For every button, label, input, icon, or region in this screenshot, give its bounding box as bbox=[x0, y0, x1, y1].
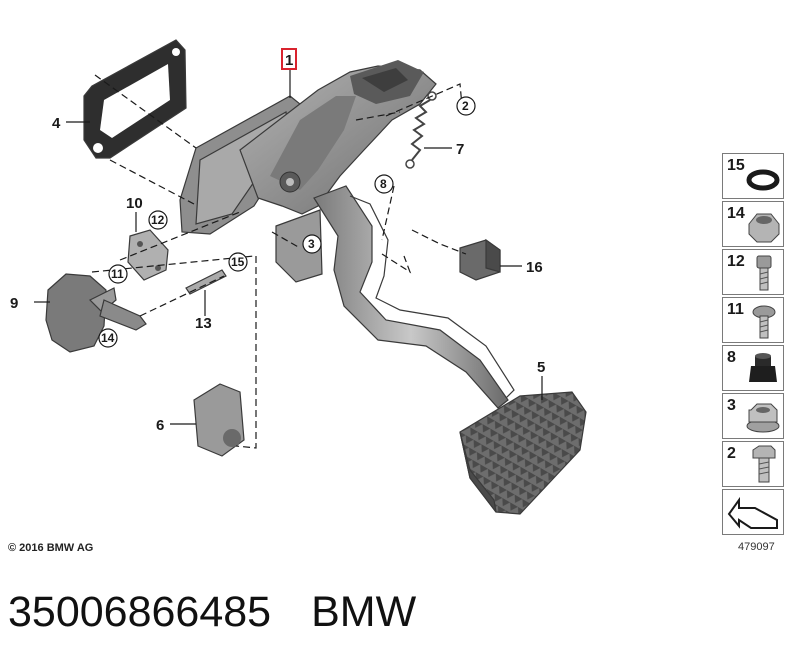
legend-number: 14 bbox=[727, 205, 745, 222]
callout-2: 2 bbox=[462, 99, 469, 113]
brand-name: BMW bbox=[311, 588, 417, 636]
callout-8: 8 bbox=[380, 177, 387, 191]
callout-12: 12 bbox=[151, 213, 165, 227]
part-number: 35006866485 bbox=[8, 588, 272, 636]
callout-7: 7 bbox=[456, 141, 464, 158]
callout-5: 5 bbox=[537, 359, 545, 376]
callout-4: 4 bbox=[52, 115, 61, 132]
hex-nut-icon bbox=[748, 213, 780, 243]
callout-6: 6 bbox=[156, 417, 164, 434]
legend-item-2: 2 bbox=[722, 441, 784, 487]
legend-number: 12 bbox=[727, 253, 745, 270]
callout-15: 15 bbox=[231, 255, 245, 269]
pivot-pin bbox=[185, 269, 227, 295]
legend-item-3: 3 bbox=[722, 393, 784, 439]
leader-lines bbox=[34, 70, 543, 425]
flange-nut-icon bbox=[746, 403, 780, 433]
callout-1: 1 bbox=[285, 52, 293, 69]
legend-item-arrow bbox=[722, 489, 784, 535]
gasket-plate bbox=[83, 39, 187, 159]
callout-14: 14 bbox=[101, 331, 115, 345]
callout-13: 13 bbox=[195, 315, 212, 332]
diagram-id: 479097 bbox=[738, 541, 775, 553]
pedal-switch bbox=[459, 238, 501, 281]
callout-11: 11 bbox=[111, 267, 124, 281]
callout-9: 9 bbox=[10, 295, 18, 312]
arrow-direction-icon bbox=[727, 496, 778, 529]
brake-pedal bbox=[275, 185, 587, 515]
o-ring-icon bbox=[746, 169, 780, 191]
rubber-buffer-icon bbox=[749, 353, 777, 382]
callout-3: 3 bbox=[308, 237, 315, 251]
legend-item-15: 15 bbox=[722, 153, 784, 199]
legend-item-12: 12 bbox=[722, 249, 784, 295]
legend-number: 8 bbox=[727, 349, 736, 366]
legend-number: 3 bbox=[727, 397, 736, 414]
socket-head-screw-icon bbox=[756, 255, 772, 291]
callout-16: 16 bbox=[526, 259, 543, 276]
callout-labels: 1 2 3 4 5 6 7 8 9 10 11 12 13 14 15 16 bbox=[10, 48, 545, 434]
legend-item-8: 8 bbox=[722, 345, 784, 391]
legend-number: 2 bbox=[727, 445, 736, 462]
pedal-sensor bbox=[45, 273, 147, 353]
hex-bolt-icon bbox=[752, 445, 776, 483]
ball-joint-bracket bbox=[193, 383, 245, 457]
return-spring bbox=[405, 91, 437, 169]
callout-1-highlight bbox=[281, 48, 297, 70]
fastener-legend: 15 14 12 11 8 3 bbox=[722, 153, 784, 541]
pedal-bracket bbox=[179, 60, 437, 235]
copyright-notice: © 2016 BMW AG bbox=[8, 542, 94, 554]
legend-number: 15 bbox=[727, 157, 745, 174]
legend-number: 11 bbox=[727, 301, 744, 318]
legend-item-14: 14 bbox=[722, 201, 784, 247]
callout-10: 10 bbox=[126, 195, 143, 212]
legend-item-11: 11 bbox=[722, 297, 784, 343]
torx-screw-icon bbox=[752, 305, 776, 339]
part-number-row: 35006866485 BMW bbox=[8, 588, 416, 637]
